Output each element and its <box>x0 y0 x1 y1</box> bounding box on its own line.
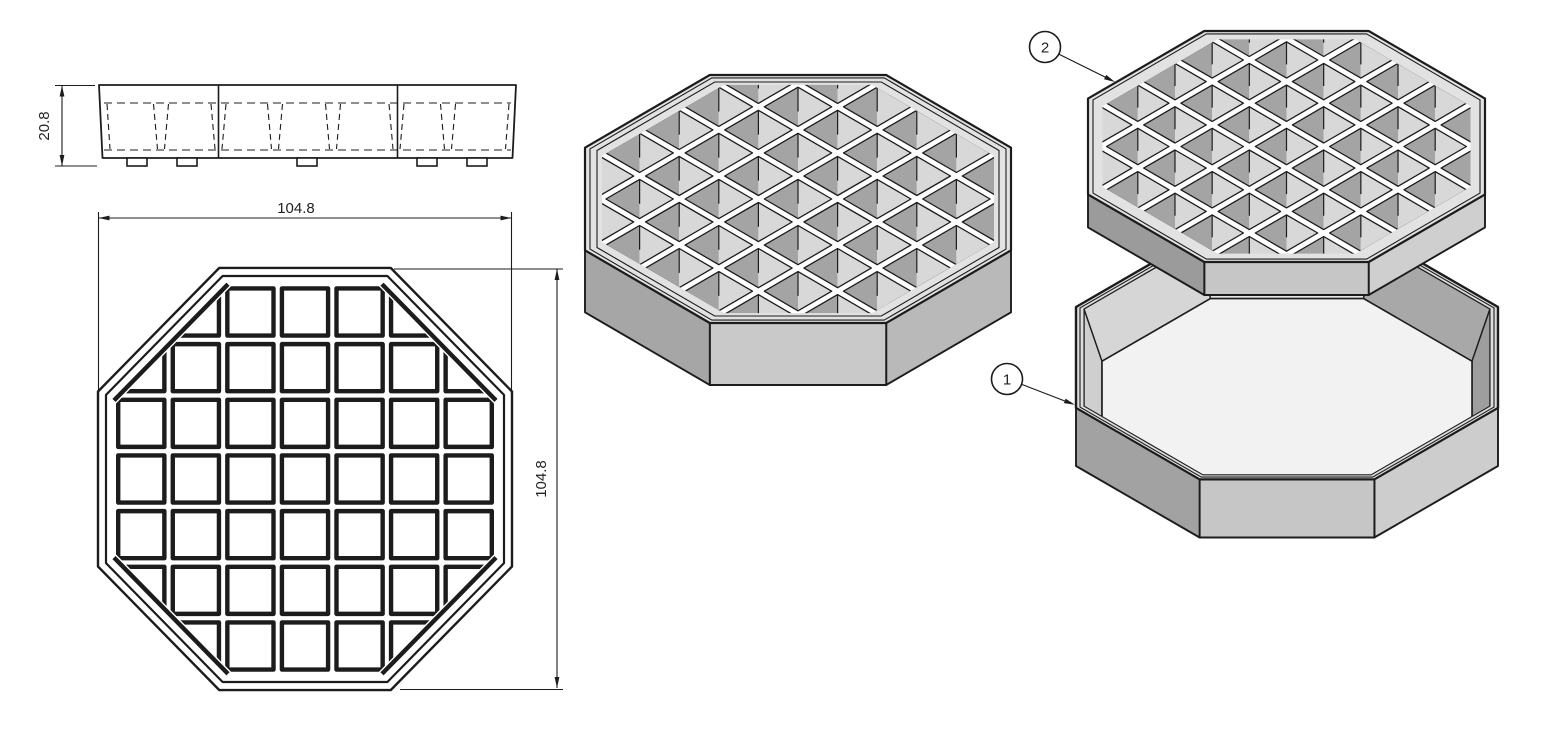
plan-width-dimension-label: 104.8 <box>277 200 315 217</box>
balloon-2: 2 <box>1028 30 1062 64</box>
isometric-exploded-view <box>1074 29 1500 539</box>
isometric-assembled-view <box>583 73 1013 386</box>
annotations <box>1019 52 1115 405</box>
plan-height-dimension-label: 104.8 <box>533 460 550 498</box>
top-plan-view <box>96 212 563 692</box>
balloon-1-circle <box>990 362 1024 396</box>
balloon-2-label: 2 <box>1041 40 1049 57</box>
balloon-1: 1 <box>990 362 1024 396</box>
side-elevation-view <box>55 84 517 167</box>
side-height-dimension-label: 20.8 <box>36 111 53 140</box>
balloon-1-label: 1 <box>1003 372 1011 389</box>
balloon-2-circle <box>1028 30 1062 64</box>
